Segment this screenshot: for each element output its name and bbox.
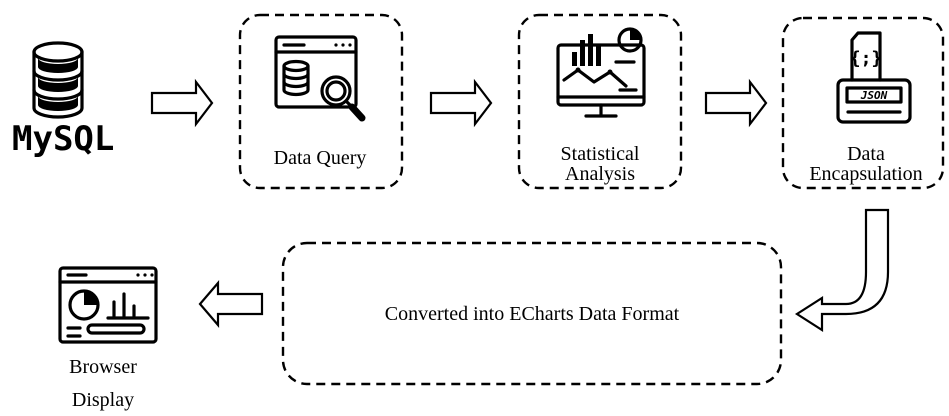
step-label-data-query: Data Query bbox=[274, 147, 367, 169]
step-box-data-query bbox=[238, 13, 404, 190]
arrow-curve-down-left bbox=[794, 208, 890, 333]
step-label-encapsulation: Encapsulation bbox=[809, 163, 922, 185]
arrow-right-3 bbox=[704, 78, 768, 128]
arrow-right-2 bbox=[429, 78, 493, 128]
database-icon bbox=[32, 41, 84, 119]
json-printer-icon: {;} JSON bbox=[836, 31, 912, 124]
step-label-data: Data bbox=[847, 143, 885, 165]
output-label-display: Display bbox=[72, 389, 134, 411]
conversion-label: Converted into ECharts Data Format bbox=[385, 303, 680, 325]
step-box-statistical-analysis bbox=[517, 13, 683, 190]
browser-chart-icon bbox=[58, 266, 158, 344]
mysql-label: MySQL bbox=[12, 119, 114, 159]
svg-text:{;}: {;} bbox=[850, 48, 883, 69]
data-query-icon bbox=[274, 35, 366, 122]
arrow-left bbox=[198, 280, 264, 328]
output-label-browser: Browser bbox=[69, 356, 137, 378]
step-label-analysis: Analysis bbox=[565, 163, 635, 185]
conversion-box bbox=[281, 241, 783, 386]
step-box-data-encapsulation bbox=[781, 16, 945, 190]
arrow-right-1 bbox=[150, 78, 214, 128]
svg-text:JSON: JSON bbox=[860, 89, 888, 102]
statistics-dashboard-icon bbox=[556, 27, 646, 118]
step-label-statistical: Statistical bbox=[561, 143, 640, 165]
